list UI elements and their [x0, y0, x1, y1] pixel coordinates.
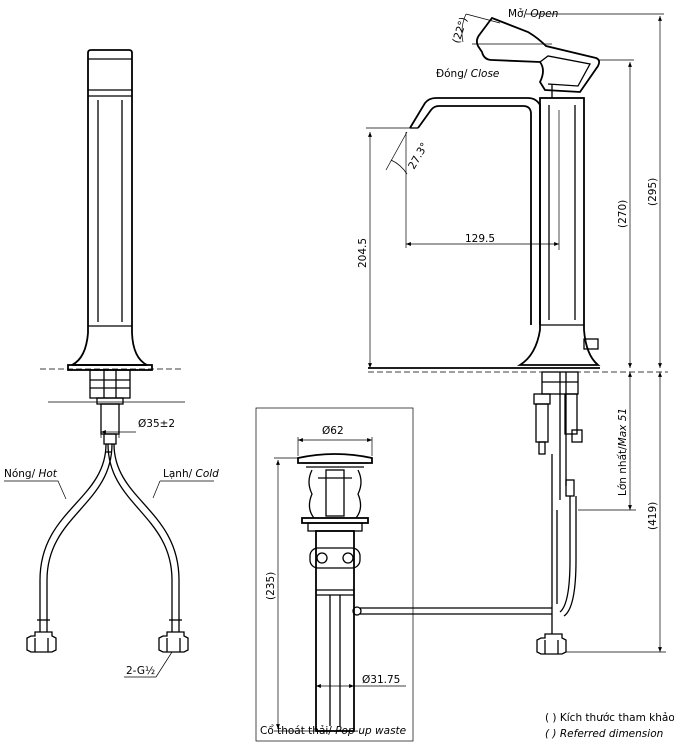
side-view — [352, 13, 668, 655]
label-spout-angle: 27.3° — [406, 141, 431, 172]
label-spout-height: 204.5 — [357, 238, 369, 268]
label-open: Mở/ Open — [508, 8, 558, 20]
label-spout-reach: 129.5 — [465, 233, 495, 245]
label-tail-dia: Ø31.75 — [362, 674, 400, 686]
label-waste-dia: Ø62 — [322, 425, 344, 437]
waste-cap — [297, 453, 373, 464]
waste-frame — [255, 407, 414, 742]
popup-rod — [551, 454, 558, 634]
waste-tail — [315, 530, 355, 732]
faucet-spout — [409, 97, 541, 325]
label-waste-height: (235) — [265, 572, 277, 600]
cold-connector — [158, 631, 189, 653]
label-close: Đóng/ Close — [436, 68, 499, 80]
cold-hose — [107, 443, 173, 632]
label-popup-waste: Cổ thoát thải/ Pop-up waste — [260, 724, 406, 737]
lever-handle — [475, 16, 601, 93]
hot-connector — [26, 631, 57, 653]
label-cold: Lạnh/ Cold — [163, 468, 219, 480]
popup-waste — [255, 407, 414, 742]
legend-line-2: ( ) Referred dimension — [545, 728, 663, 740]
faucet-body — [516, 97, 601, 366]
hot-hose — [39, 443, 107, 632]
label-max-51: Lớn nhất/Max 51 — [617, 408, 629, 496]
legend-line-1: ( ) Kích thước tham khảo — [545, 712, 674, 724]
label-dim-270: (270) — [617, 200, 629, 228]
label-thread: 2-G½ — [126, 665, 155, 677]
label-lever-angle: (22°) — [450, 16, 470, 45]
label-dim-419: (419) — [647, 502, 659, 530]
label-hot: Nóng/ Hot — [4, 468, 58, 480]
front-view — [4, 49, 214, 678]
dimension-labels: Mở/ Open Đóng/ Close (22°) 27.3° 129.5 2… — [4, 8, 674, 740]
label-shank-dia: Ø35±2 — [138, 418, 175, 430]
label-dim-295: (295) — [647, 178, 659, 206]
front-body — [71, 49, 148, 366]
